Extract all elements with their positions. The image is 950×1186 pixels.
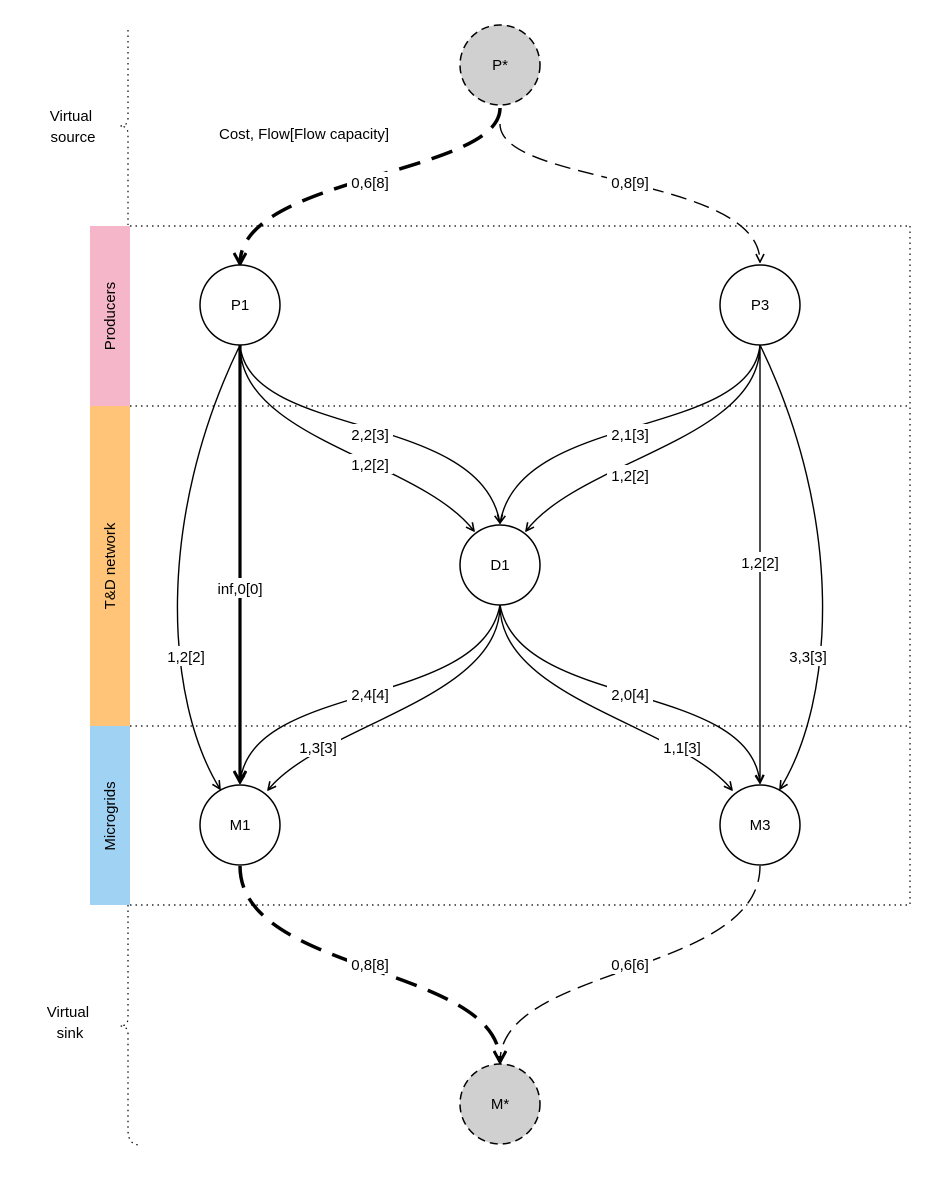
node-d1-circle: [459, 524, 541, 606]
band-producers-label: Producers: [102, 282, 119, 350]
edge-pstar-p3: [499, 123, 760, 262]
node-p1-label: P1: [231, 297, 249, 314]
edge-label-pstar-p1: 0,6[8]: [351, 175, 389, 192]
band-td-network: T&D network: [90, 406, 130, 726]
edge-label-d1-m1-b: 1,3[3]: [299, 740, 337, 757]
node-d1-label: D1: [490, 557, 509, 574]
edge-label-m3-mstar: 0,6[6]: [611, 957, 649, 974]
node-m3: M3: [719, 784, 801, 866]
band-td-network-label: T&D network: [102, 522, 119, 609]
band-td-network-swatch: [90, 406, 130, 726]
virtual-source-label: Virtual source: [50, 108, 96, 146]
node-m3-circle: [719, 784, 801, 866]
virtual-sink-bracket: [119, 905, 141, 1146]
edge-d1-m3-b: [499, 604, 732, 790]
edge-label-p1-d1-a: 2,2[3]: [351, 427, 389, 444]
virtual-sink-label: Virtual sink: [47, 1004, 93, 1042]
node-p-star: P*: [459, 24, 541, 106]
band-microgrids-label: Microgrids: [102, 781, 119, 850]
edge-labels: 0,6[8] 0,8[9] 2,2[3] 1,2[2] 2,1[3] 1,2[2…: [163, 172, 831, 974]
legend-text: Cost, Flow[Flow capacity]: [219, 126, 389, 143]
node-m-star-label: M*: [491, 1096, 509, 1113]
node-p3: P3: [719, 264, 801, 346]
node-p3-label: P3: [751, 297, 769, 314]
band-producers: Producers: [90, 226, 130, 406]
edge-p3-m3-curve: [759, 344, 824, 789]
edge-label-p3-d1-b: 1,2[2]: [611, 468, 649, 485]
node-m-star: M*: [459, 1063, 541, 1145]
edge-label-d1-m3-a: 2,0[4]: [611, 687, 649, 704]
band-microgrids: Microgrids: [90, 726, 130, 905]
node-m1: M1: [199, 784, 281, 866]
edge-label-p3-d1-a: 2,1[3]: [611, 427, 649, 444]
node-p1-circle: [199, 264, 281, 346]
band-producers-swatch: [90, 226, 130, 406]
node-m1-circle: [199, 784, 281, 866]
edge-p1-m1-curve: [176, 344, 241, 789]
node-m-star-circle: [459, 1063, 541, 1145]
edge-label-p1-m1-curve: 1,2[2]: [167, 649, 205, 666]
node-p1: P1: [199, 264, 281, 346]
edge-label-d1-m1-a: 2,4[4]: [351, 687, 389, 704]
layer-box-outline: [130, 225, 911, 906]
edge-label-d1-m3-b: 1,1[3]: [663, 740, 701, 757]
node-d1: D1: [459, 524, 541, 606]
node-m3-label: M3: [750, 817, 771, 834]
edge-label-m1-mstar: 0,8[8]: [351, 957, 389, 974]
edge-label-p3-m3-curve: 3,3[3]: [789, 649, 827, 666]
edge-label-pstar-p3: 0,8[9]: [611, 175, 649, 192]
edge-label-p1-d1-b: 1,2[2]: [351, 457, 389, 474]
node-p-star-label: P*: [492, 57, 508, 74]
node-p-star-circle: [459, 24, 541, 106]
edge-p1-d1-b: [239, 344, 474, 531]
edge-d1-m1-b: [268, 604, 501, 790]
edge-p3-d1-b: [526, 344, 761, 531]
virtual-source-bracket: [119, 30, 129, 225]
node-p3-circle: [719, 264, 801, 346]
edge-label-p1-m1-direct: inf,0[0]: [217, 581, 262, 598]
band-microgrids-swatch: [90, 726, 130, 905]
edge-label-p3-m3-direct: 1,2[2]: [741, 555, 779, 572]
node-m1-label: M1: [230, 817, 251, 834]
